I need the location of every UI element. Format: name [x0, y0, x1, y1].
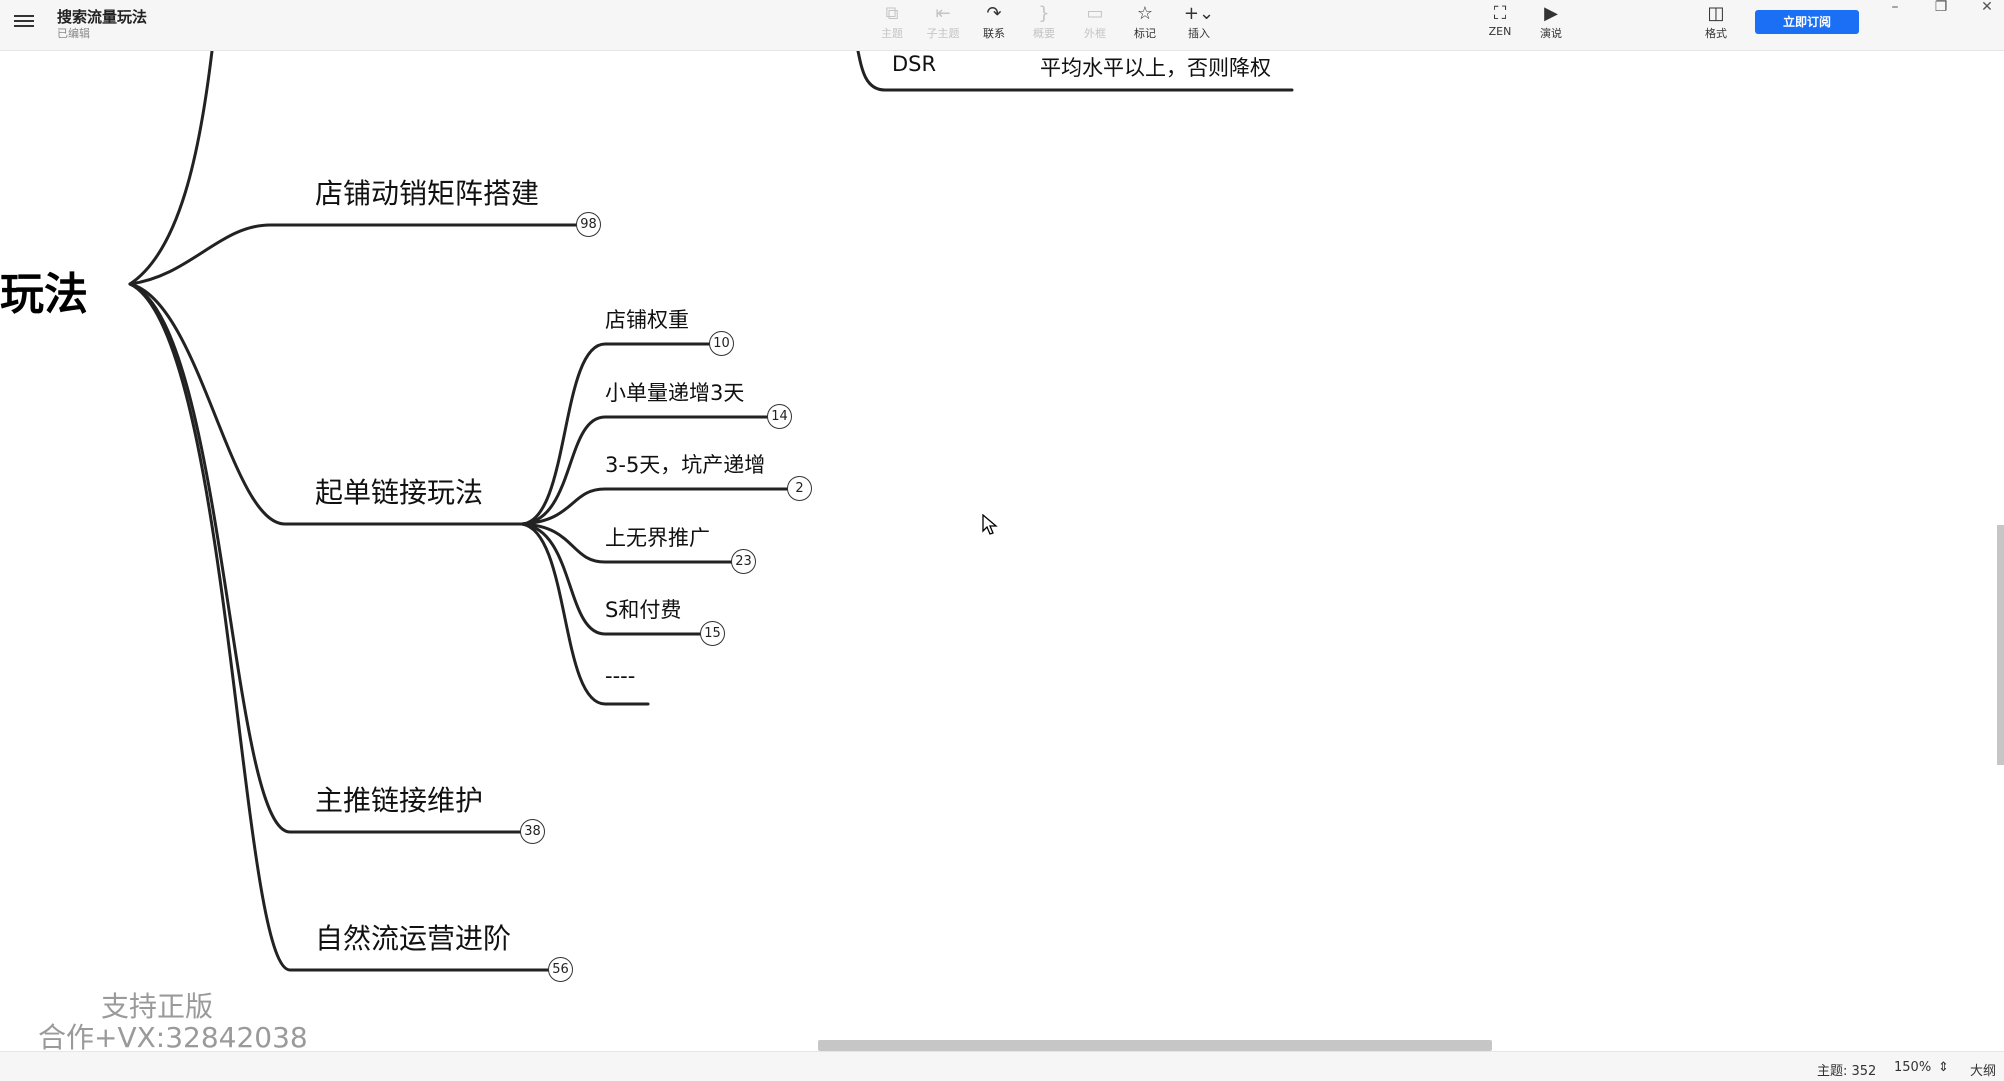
zen-mode-button[interactable]: ⛶ ZEN — [1478, 3, 1522, 47]
connector-sub-5 — [520, 522, 702, 636]
mouse-cursor-icon — [982, 514, 998, 535]
collapsed-count-badge[interactable]: 2 — [787, 476, 812, 501]
connector-branch-3 — [128, 282, 522, 834]
horizontal-scrollbar[interactable] — [818, 1040, 1492, 1051]
collapsed-count-badge[interactable]: 14 — [767, 404, 792, 429]
zoom-stepper-icon[interactable]: ⇕ — [1938, 1060, 1949, 1075]
topic-icon: ⧉ — [885, 3, 899, 24]
collapsed-count-badge[interactable]: 15 — [700, 621, 725, 646]
sub-topic[interactable]: 小单量递增3天 — [605, 381, 745, 405]
format-panel-button[interactable]: ◫ 格式 — [1694, 3, 1738, 47]
collapsed-count-badge[interactable]: 56 — [548, 957, 573, 982]
connector-sub-1 — [520, 342, 712, 526]
connector-sub-4 — [520, 522, 734, 564]
collapsed-count-badge[interactable]: 10 — [709, 331, 734, 356]
marker-button[interactable]: ☆ 标记 — [1123, 3, 1167, 47]
boundary-button[interactable]: ▭ 外框 — [1073, 3, 1117, 47]
subscribe-button[interactable]: 立即订阅 — [1755, 10, 1859, 34]
outline-toggle[interactable]: 大纲 — [1970, 1064, 1997, 1079]
document-title[interactable]: 搜索流量玩法 — [57, 8, 148, 26]
summary-button[interactable]: } 概要 — [1022, 3, 1066, 47]
summary-icon: } — [1038, 3, 1050, 24]
branch-topic-startup-link[interactable]: 起单链接玩法 — [315, 476, 484, 509]
subtopic-icon: ⇤ — [935, 3, 951, 24]
connector-sub-6 — [520, 522, 650, 706]
insert-topic-button[interactable]: ⧉ 主题 — [870, 3, 914, 47]
status-bar: 主题: 352 150% ⇕ 大纲 — [0, 1051, 2004, 1081]
presentation-button[interactable]: ▶ 演说 — [1529, 3, 1573, 47]
zoom-level[interactable]: 150% — [1894, 1060, 1932, 1075]
topic-count: 主题: 352 — [1817, 1064, 1877, 1079]
watermark-line-2: 合作+VX:32842038 — [38, 1021, 308, 1054]
insert-subtopic-button[interactable]: ⇤ 子主题 — [921, 3, 965, 47]
sub-topic[interactable]: ---- — [605, 664, 636, 688]
connector-sub-2 — [520, 415, 770, 526]
plus-icon: +⌄ — [1183, 3, 1215, 24]
hamburger-menu-icon[interactable] — [14, 12, 34, 30]
root-topic[interactable]: 玩法 — [0, 269, 88, 320]
restore-icon[interactable]: ❐ — [1934, 0, 1948, 15]
sub-topic[interactable]: S和付费 — [605, 598, 682, 622]
collapsed-count-badge[interactable]: 98 — [576, 212, 601, 237]
sub-topic[interactable]: 店铺权重 — [605, 308, 689, 332]
connector-root-upper — [128, 51, 214, 286]
branch-topic-shop-matrix[interactable]: 店铺动销矩阵搭建 — [315, 177, 540, 210]
connector-branch-1 — [128, 223, 580, 286]
relationship-icon: ↷ — [986, 3, 1002, 24]
relationship-button[interactable]: ↷ 联系 — [972, 3, 1016, 47]
minimize-icon[interactable]: – — [1891, 0, 1899, 15]
close-icon[interactable]: ✕ — [1981, 0, 1993, 15]
sub-topic[interactable]: 3-5天，坑产递增 — [605, 453, 766, 477]
fullscreen-icon: ⛶ — [1493, 3, 1507, 24]
boundary-icon: ▭ — [1086, 3, 1104, 24]
document-save-status: 已编辑 — [57, 27, 90, 40]
dsr-label[interactable]: DSR — [892, 52, 937, 76]
toolbar: 搜索流量玩法 已编辑 ⧉ 主题 ⇤ 子主题 ↷ 联系 } 概要 ▭ 外框 ☆ 标… — [0, 0, 2004, 51]
collapsed-count-badge[interactable]: 23 — [731, 549, 756, 574]
connector-sub-3 — [520, 487, 789, 526]
connector-dsr-row — [856, 51, 1294, 92]
watermark-line-1: 支持正版 — [101, 990, 214, 1023]
mindmap-canvas[interactable]: 玩法 DSR 平均水平以上，否则降权 店铺动销矩阵搭建 98 起单链接玩法 主推… — [0, 51, 2004, 1054]
connector-branch-2 — [128, 282, 524, 526]
connector-branch-4 — [128, 282, 550, 972]
dsr-value[interactable]: 平均水平以上，否则降权 — [1040, 56, 1271, 80]
branch-topic-natural-traffic[interactable]: 自然流运营进阶 — [315, 922, 512, 955]
star-icon: ☆ — [1136, 3, 1154, 24]
vertical-scrollbar[interactable] — [1997, 525, 2004, 765]
sub-topic[interactable]: 上无界推广 — [605, 526, 710, 550]
mindmap-connectors — [128, 51, 1294, 972]
collapsed-count-badge[interactable]: 38 — [520, 819, 545, 844]
insert-button[interactable]: +⌄ 插入 — [1177, 3, 1221, 47]
branch-topic-main-link[interactable]: 主推链接维护 — [315, 784, 484, 817]
panel-icon: ◫ — [1707, 3, 1725, 24]
play-icon: ▶ — [1544, 3, 1558, 24]
